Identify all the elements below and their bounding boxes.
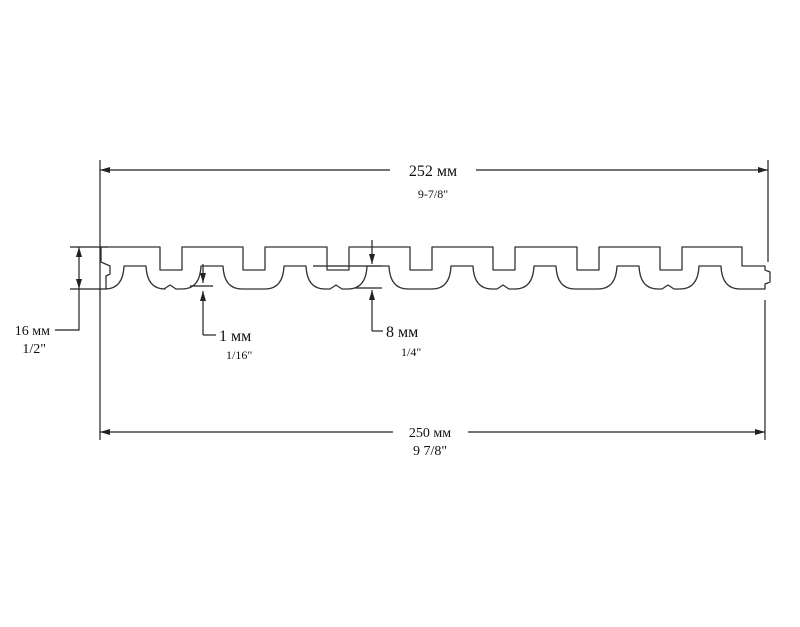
thickness-dimension: 16 мм 1/2" [15, 246, 108, 357]
overall-width-metric: 252 мм [409, 163, 457, 180]
rib-step-dimension: 1 мм 1/16" [190, 264, 252, 362]
rib-step-imperial: 1/16" [226, 348, 252, 362]
groove-depth-imperial: 1/4" [401, 345, 421, 359]
base-width-imperial: 9 7/8" [413, 444, 447, 459]
thickness-imperial: 1/2" [22, 342, 46, 357]
base-width-metric: 250 мм [409, 426, 451, 441]
groove-depth-metric: 8 мм [386, 324, 418, 341]
panel-profile-outline [100, 246, 771, 290]
groove-depth-dimension: 8 мм 1/4" [313, 240, 421, 359]
overall-width-imperial: 9-7/8" [418, 187, 448, 201]
thickness-metric: 16 мм [15, 324, 50, 339]
rib-step-metric: 1 мм [219, 328, 251, 345]
overall-width-dimension: 252 мм 9-7/8" [100, 163, 768, 201]
base-width-dimension: 250 мм 9 7/8" [100, 426, 765, 459]
